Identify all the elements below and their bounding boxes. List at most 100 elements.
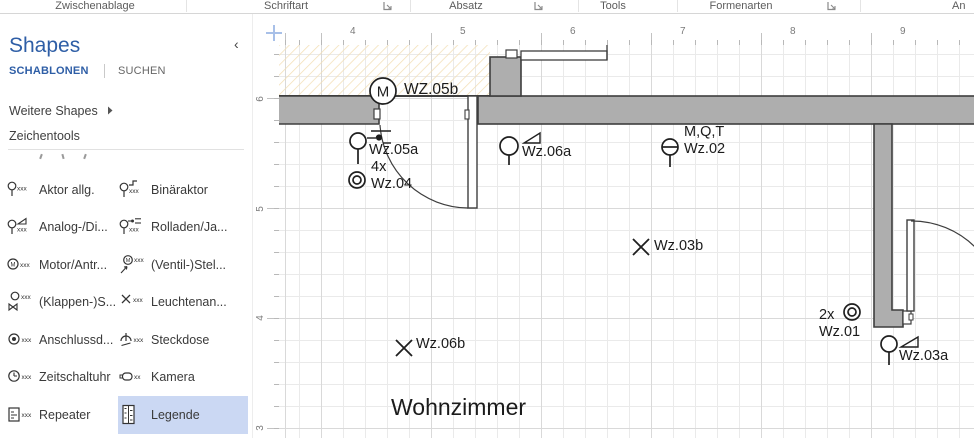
door-stop-notch — [464, 109, 470, 120]
door-left[interactable] — [373, 95, 478, 209]
svg-text:xxx: xxx — [129, 227, 140, 234]
window-sill-notch[interactable] — [505, 49, 518, 59]
stencil-item-aktor-allg[interactable]: xxx Aktor allg. — [6, 171, 116, 209]
svg-text:M: M — [126, 258, 131, 264]
clipped-row-mark — [61, 153, 65, 160]
shutter-actuator-symbol-wz05a[interactable] — [349, 130, 391, 164]
actor-generic-icon: xxx — [7, 181, 28, 196]
socket-icon: xxx — [120, 332, 145, 346]
annotation-label-wz01[interactable]: 2x Wz.01 — [819, 307, 860, 340]
lamp-symbol-wz06b[interactable] — [395, 339, 413, 357]
double-circle-symbol-wz04[interactable] — [348, 171, 366, 189]
stencil-item-repeater[interactable]: xxx Repeater — [6, 396, 116, 434]
dialog-launcher-icon[interactable] — [827, 1, 837, 11]
svg-text:xxx: xxx — [20, 262, 31, 269]
stencil-item-legende[interactable]: Legende — [118, 396, 248, 434]
shutter-glyph-icon — [367, 130, 391, 144]
ruler-number: 8 — [790, 26, 796, 37]
tab-divider — [104, 64, 105, 78]
dialog-launcher-icon[interactable] — [383, 1, 393, 11]
wall-right[interactable] — [477, 95, 974, 125]
wall-vertical-right[interactable] — [873, 123, 904, 328]
ribbon-group-arrange-clipped: An — [952, 0, 966, 12]
door-right[interactable] — [902, 219, 974, 325]
stencil-row: xxx (Klappen-)S... xxx Leuchtenan... — [0, 284, 251, 322]
ribbon-separator — [677, 0, 678, 12]
annotation-label-wz06a[interactable]: Wz.06a — [522, 144, 572, 160]
motor-symbol-wz05b[interactable]: M — [369, 77, 397, 105]
annotation-label-wz05a[interactable]: Wz.05a — [369, 142, 419, 158]
tab-stencils[interactable]: SCHABLONEN — [9, 65, 89, 77]
ribbon-group-font: Schriftart — [263, 0, 309, 12]
ribbon-separator — [186, 0, 187, 12]
stencil-list: xxx Aktor allg. xxx Binäraktor xxx — [0, 171, 251, 434]
ribbon-separator — [860, 0, 861, 12]
annotation-label-wz03a[interactable]: Wz.03a — [899, 348, 949, 364]
annotation-id: Wz.02 — [684, 140, 726, 157]
ruler-number: 9 — [900, 26, 906, 37]
stencil-item-analog-digital[interactable]: xxx Analog-/Di... — [6, 209, 116, 247]
dialog-launcher-icon[interactable] — [534, 1, 544, 11]
analog-actuator-symbol-wz06a[interactable] — [499, 131, 541, 165]
chevron-right-icon — [108, 106, 113, 115]
room-label[interactable]: Wohnzimmer — [391, 394, 527, 420]
stencil-row: xxx Analog-/Di... xxx Rolladen/Ja... — [0, 209, 251, 247]
svg-text:xxx: xxx — [17, 227, 28, 234]
triangle-glyph-icon — [521, 131, 541, 144]
stencil-item-anschlussdose[interactable]: xxx Anschlussd... — [6, 321, 116, 359]
double-circle-symbol-wz01[interactable] — [843, 303, 861, 321]
annotation-label-wz03b[interactable]: Wz.03b — [654, 238, 704, 254]
ruler-number: 5 — [255, 206, 266, 212]
stencil-row: xxx Aktor allg. xxx Binäraktor — [0, 171, 251, 209]
stencil-item-motor-antrieb[interactable]: M xxx Motor/Antr... — [6, 246, 116, 284]
ruler-number: 6 — [255, 96, 266, 102]
annotation-qty: 4x — [371, 159, 387, 175]
annotation-label-wz05b[interactable]: WZ.05b — [404, 81, 459, 98]
door-leaf[interactable] — [906, 219, 915, 312]
drawing-canvas-area: 4 5 6 7 8 9 6 5 4 3 — [252, 14, 974, 438]
svg-text:xxx: xxx — [134, 257, 145, 264]
door-swing-arc — [379, 124, 469, 209]
svg-text:M: M — [377, 84, 390, 101]
damper-actuator-icon: xxx — [8, 291, 32, 312]
shapes-panel: Shapes ‹ SCHABLONEN SUCHEN Weitere Shape… — [0, 14, 251, 438]
wall-left[interactable] — [279, 95, 380, 125]
annotation-label-wz02[interactable]: M,Q,T Wz.02 — [684, 124, 725, 157]
tab-search[interactable]: SUCHEN — [118, 65, 166, 77]
window-bar[interactable] — [520, 50, 608, 61]
sensor-symbol-wz02[interactable] — [661, 138, 679, 167]
svg-text:xxx: xxx — [134, 337, 145, 344]
svg-text:xxx: xxx — [17, 185, 28, 192]
svg-text:M: M — [11, 262, 16, 268]
analog-actuator-icon: xxx — [7, 217, 28, 235]
horizontal-ruler-ticks — [279, 40, 974, 45]
legend-icon — [122, 404, 135, 424]
binary-actor-icon: xxx — [119, 180, 140, 197]
stencil-item-kamera[interactable]: xx Kamera — [118, 359, 248, 397]
stencil-item-rolladen-jalousie[interactable]: xxx Rolladen/Ja... — [118, 209, 248, 247]
more-shapes-link[interactable]: Weitere Shapes — [9, 104, 98, 118]
panel-title: Shapes — [9, 34, 81, 57]
walls[interactable] — [279, 45, 974, 328]
annotation-label-wz04[interactable]: 4x Wz.04 — [371, 159, 412, 192]
lamp-symbol-wz03b[interactable] — [632, 238, 650, 256]
stencil-item-steckdose[interactable]: xxx Steckdose — [118, 321, 248, 359]
svg-text:xxx: xxx — [21, 294, 32, 301]
ruler-origin-crosshair-icon — [273, 25, 275, 41]
door-swing-arc — [910, 220, 974, 247]
annotation-label-wz06b[interactable]: Wz.06b — [416, 336, 466, 352]
ribbon-group-tools: Tools — [600, 0, 626, 12]
svg-text:xxx: xxx — [129, 188, 140, 195]
wall-column[interactable] — [489, 56, 522, 97]
drawing-tools-link[interactable]: Zeichentools — [9, 129, 80, 143]
stencil-item-ventil-stellantrieb[interactable]: M xxx (Ventil-)Stel... — [118, 246, 248, 284]
collapse-panel-icon[interactable]: ‹ — [234, 36, 239, 52]
stencil-item-klappen-stellantrieb[interactable]: xxx (Klappen-)S... — [6, 284, 116, 322]
stencil-item-binaeraktor[interactable]: xxx Binäraktor — [118, 171, 248, 209]
stencil-item-leuchtenanschluss[interactable]: xxx Leuchtenan... — [118, 284, 248, 322]
drawing-page: M — [279, 45, 974, 438]
door-leaf[interactable] — [467, 95, 478, 209]
stencil-item-zeitschaltuhr[interactable]: xxx Zeitschaltuhr — [6, 359, 116, 397]
door-stop-notch — [908, 313, 914, 321]
analog-actuator-symbol-wz03a[interactable] — [880, 335, 919, 365]
